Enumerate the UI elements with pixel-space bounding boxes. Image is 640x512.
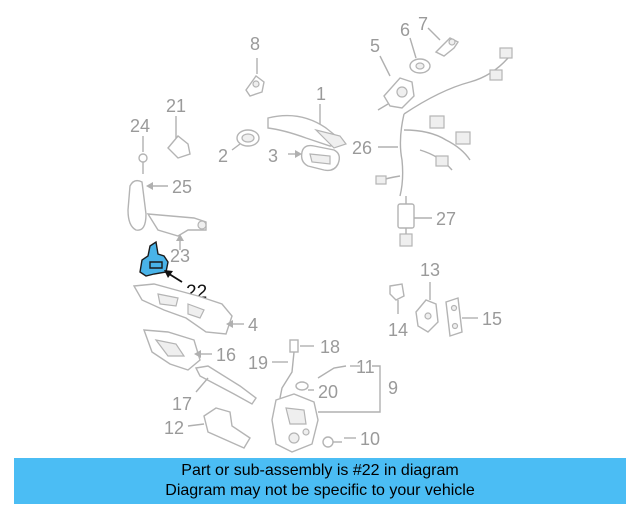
part-24-bolt[interactable] <box>138 136 148 174</box>
callout-1: 1 <box>316 84 326 104</box>
part-21-bracket[interactable] <box>167 116 191 159</box>
callout-4: 4 <box>248 315 258 335</box>
part-27-switch[interactable] <box>397 196 432 247</box>
part-3-bezel[interactable] <box>288 144 341 172</box>
callout-19: 19 <box>248 353 268 373</box>
part-2-gasket[interactable] <box>231 129 260 151</box>
part-6-lock-ring[interactable] <box>409 37 431 74</box>
callout-14: 14 <box>388 320 408 340</box>
part-10-screw[interactable] <box>322 436 356 448</box>
banner-line-1: Part or sub-assembly is #22 in diagram <box>181 462 459 479</box>
part-12-hinge[interactable] <box>187 407 251 449</box>
part-25-handle-cover[interactable] <box>127 179 168 231</box>
callout-26: 26 <box>352 138 372 158</box>
part-8-bracket[interactable] <box>245 58 265 97</box>
callout-15: 15 <box>482 309 502 329</box>
part-22-highlighted[interactable] <box>139 240 183 283</box>
part-13-striker-plate[interactable] <box>415 282 439 333</box>
part-14-bolt[interactable] <box>389 283 405 314</box>
callout-7: 7 <box>418 14 428 34</box>
part-18-clip[interactable] <box>289 339 314 353</box>
callout-10: 10 <box>360 429 380 449</box>
part-26-wiring-harness[interactable] <box>375 47 513 197</box>
part-23-inside-handle[interactable] <box>146 213 207 250</box>
callout-25: 25 <box>172 177 192 197</box>
banner-line-2: Diagram may not be specific to your vehi… <box>165 482 475 499</box>
callout-20: 20 <box>318 382 338 402</box>
callout-3: 3 <box>268 146 278 166</box>
callout-12: 12 <box>164 418 184 438</box>
callout-17: 17 <box>172 394 192 414</box>
part-19-rod[interactable] <box>272 351 295 399</box>
part-16-trim[interactable] <box>142 329 212 371</box>
callout-11: 11 <box>356 357 375 377</box>
part-5-lock-cylinder[interactable] <box>377 55 415 111</box>
callout-6: 6 <box>400 20 410 40</box>
callout-2: 2 <box>218 146 228 166</box>
callout-9: 9 <box>388 378 398 398</box>
callout-24: 24 <box>130 116 150 136</box>
part-17-rod[interactable] <box>194 365 257 405</box>
part-7-key[interactable] <box>427 27 460 57</box>
callout-16: 16 <box>216 345 236 365</box>
callout-18: 18 <box>320 337 340 357</box>
part-1-outside-handle[interactable] <box>267 104 347 149</box>
callout-8: 8 <box>250 34 260 54</box>
callout-27: 27 <box>436 209 456 229</box>
part-20-grommet[interactable] <box>295 381 314 391</box>
callout-23: 23 <box>170 246 190 266</box>
bracket-9 <box>318 365 381 413</box>
part-11-rod[interactable] <box>317 365 360 379</box>
part-4-bracket[interactable] <box>132 283 244 335</box>
parts-diagram: 8 1 2 3 5 6 7 <box>127 14 513 453</box>
callout-21: 21 <box>166 96 186 116</box>
info-banner: Part or sub-assembly is #22 in diagram D… <box>14 458 626 504</box>
part-15-striker[interactable] <box>445 297 478 337</box>
part-latch-assembly[interactable] <box>271 393 319 453</box>
callout-13: 13 <box>420 260 440 280</box>
callout-5: 5 <box>370 36 380 56</box>
